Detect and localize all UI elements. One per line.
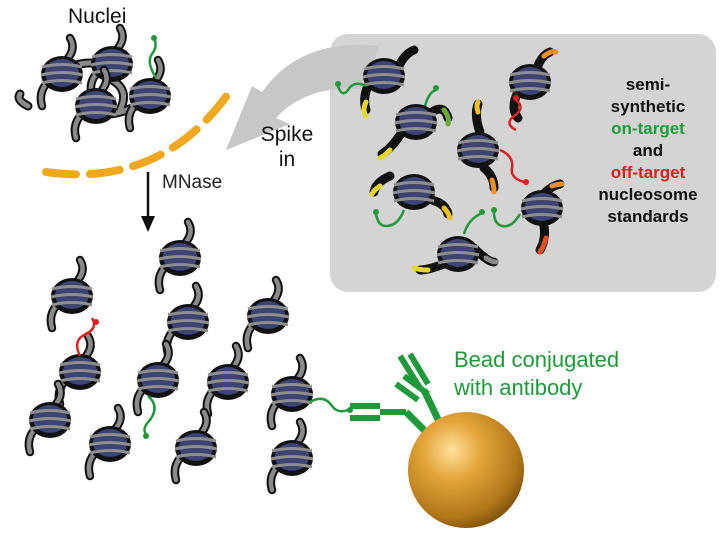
nuclear-membrane: [42, 90, 232, 179]
nucleosome-icon: [129, 60, 171, 128]
mnase-label: MNase: [162, 172, 223, 193]
spike-in-label: Spike in: [258, 122, 316, 172]
standards-line-1: semi-: [625, 75, 671, 94]
standard-nucleosomes: [335, 45, 565, 275]
nuclei-cluster: [14, 28, 171, 138]
nucleosome-icon: [41, 38, 83, 106]
nucleosome-icon: [51, 260, 93, 328]
nucleosome-icon: [137, 344, 179, 412]
spike-in-line-1: Spike: [260, 123, 314, 146]
nucleosome-icon: [271, 358, 313, 426]
nucleosome-icon: [175, 412, 217, 480]
released-nucleosomes: [29, 222, 353, 490]
nucleosome-icon: [519, 188, 565, 228]
nucleosome-icon: [167, 286, 209, 354]
nucleosome-icon: [89, 408, 131, 476]
nuclei-label: Nuclei: [68, 5, 127, 28]
spike-in-line-2: in: [278, 148, 296, 171]
bead-label: Bead conjugated with antibody: [454, 346, 619, 402]
bead-icon: [408, 412, 524, 528]
nucleosome-icon: [271, 422, 313, 490]
standards-line-2: synthetic: [610, 97, 686, 116]
bead-label-line-1: Bead conjugated: [454, 347, 620, 372]
standards-line-4: and: [632, 141, 664, 160]
standards-line-6: nucleosome: [598, 185, 698, 204]
nucleosome-icon: [91, 28, 133, 96]
mnase-arrow: [141, 172, 155, 232]
nucleosome-icon: [507, 62, 553, 102]
nucleosome-icon: [435, 234, 481, 274]
nucleosome-icon: [207, 346, 249, 414]
standards-label: semi- synthetic on-target and off-target…: [584, 74, 712, 228]
nucleosome-icon: [159, 222, 201, 290]
nucleosome-icon: [59, 336, 101, 404]
nucleosome-icon: [247, 280, 289, 348]
nucleosome-icon: [29, 384, 71, 452]
nucleosome-icon: [391, 172, 437, 212]
bead-label-line-2: with antibody: [454, 375, 583, 400]
nucleosome-icon: [361, 56, 407, 96]
on-target-label: on-target: [611, 119, 685, 138]
spike-in-arrow: [226, 44, 378, 150]
nucleosome-icon: [393, 102, 439, 142]
nucleosome-icon: [455, 130, 501, 170]
standards-line-7: standards: [607, 207, 689, 226]
off-target-label: off-target: [610, 163, 686, 182]
